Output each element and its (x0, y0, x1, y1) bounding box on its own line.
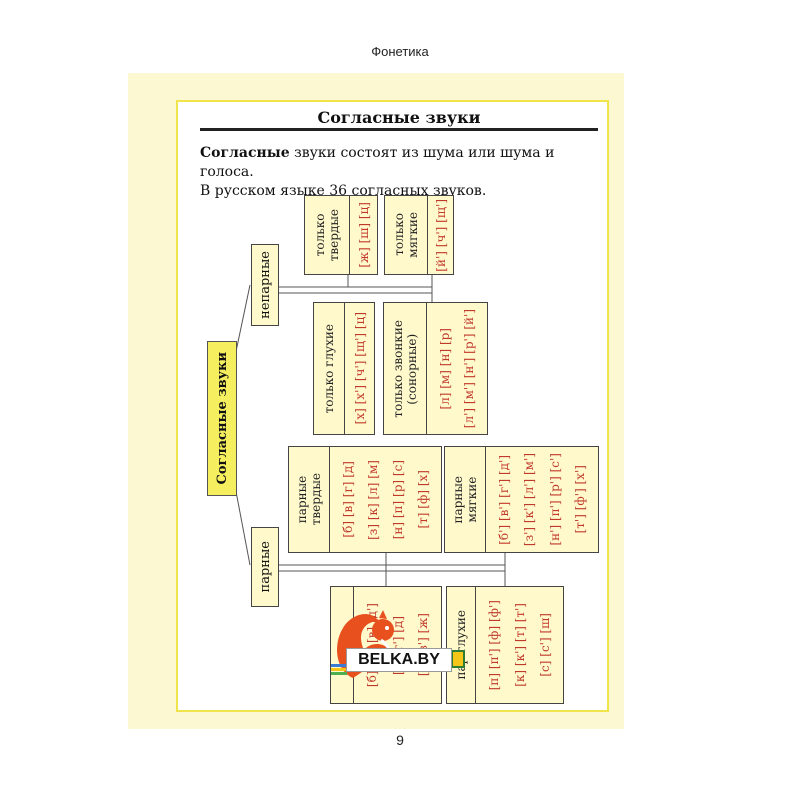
title-rule (200, 128, 598, 131)
sound-column: [т] [ф] [х] (416, 470, 430, 529)
sound-columns: [б'] [в'] [г'] [д'] [з'] [к'] [л'] [м'] … (486, 447, 598, 552)
category-paired: парные (251, 527, 279, 607)
label-line: мягкие (406, 212, 420, 258)
sound-column: [п] [п'] [ф] [ф'] (487, 599, 502, 691)
page-title: Согласные звуки (317, 108, 481, 127)
sound-columns: [й'] [ч'] [щ'] (428, 196, 453, 274)
sound-column: [ж] [ш] [ц] (356, 202, 371, 268)
group-only-voiceless: только глухие [х] [х'] [ч'] [щ'] [ц] (313, 302, 375, 435)
sound-column: [з'] [к'] [л'] [м'] (522, 452, 537, 547)
group-only-voiced-label: только звонкие(сонорные) (384, 303, 427, 434)
sound-column: [х] [х'] [ч'] [щ'] [ц] (352, 312, 367, 425)
sound-column: [з] [к] [л] [м] (366, 459, 380, 540)
sound-columns: [ж] [ш] [ц] (350, 196, 377, 274)
root-node: Согласные звуки (207, 341, 237, 496)
page-number: 9 (396, 732, 404, 748)
label-line: только глухие (322, 323, 336, 414)
sound-column: [б'] [в'] [г'] [д'] (497, 454, 512, 545)
page-header: Фонетика (371, 44, 429, 59)
category-paired-label: парные (257, 541, 273, 593)
sound-column: [т'] [ф'] [х'] (572, 465, 587, 534)
group-paired-voiceless-label: пар глухие (447, 587, 476, 703)
sound-column: [н] [п] [р] [с] (391, 459, 405, 540)
group-paired-voiceless: пар глухие [п] [п'] [ф] [ф'] [к] [к'] [т… (446, 586, 564, 704)
sound-column: [с] [с'] [ш] (537, 613, 552, 677)
squirrel-logo-icon (331, 610, 465, 678)
label-line: только звонкие (391, 319, 405, 418)
group-only-voiceless-label: только глухие (314, 303, 345, 434)
label-line: мягкие (465, 476, 479, 523)
sound-column: [б] [в] [г] [д] (341, 461, 355, 538)
sound-column: [н'] [п'] [р'] [с'] (547, 453, 562, 546)
sound-columns: [б] [в] [г] [д] [з] [к] [л] [м] [н] [п] … (330, 447, 441, 552)
sound-column: [л'] [м'] [н'] [р'] [й'] (462, 308, 477, 429)
sound-column: [к] [к'] [т] [т'] (512, 603, 527, 687)
label-line: твердые (309, 473, 323, 526)
sound-column: [л] [м] [н] [р] (437, 327, 452, 410)
label-line: только (392, 213, 406, 257)
label-line: парные (451, 475, 465, 524)
sound-columns: [х] [х'] [ч'] [щ'] [ц] (345, 303, 374, 434)
sound-column: [й'] [ч'] [щ'] (433, 198, 448, 272)
label-line: только (313, 213, 327, 257)
label-line: твердые (327, 208, 341, 262)
watermark-text: BELKA.BY (346, 648, 452, 672)
sound-columns: [п] [п'] [ф] [ф'] [к] [к'] [т] [т'] [с] … (476, 587, 563, 703)
category-unpaired-label: непарные (257, 251, 273, 319)
label-line: парные (295, 475, 309, 524)
intro-rest: звуки состоят из шума или шума и голоса. (200, 145, 555, 180)
label-line: (сонорные) (405, 333, 419, 404)
category-unpaired: непарные (251, 244, 279, 326)
group-only-voiced: только звонкие(сонорные) [л] [м] [н] [р]… (383, 302, 488, 435)
sound-columns: [л] [м] [н] [р] [л'] [м'] [н'] [р'] [й'] (427, 303, 487, 434)
root-label: Согласные звуки (214, 352, 230, 485)
intro-bold: Согласные (200, 145, 290, 161)
